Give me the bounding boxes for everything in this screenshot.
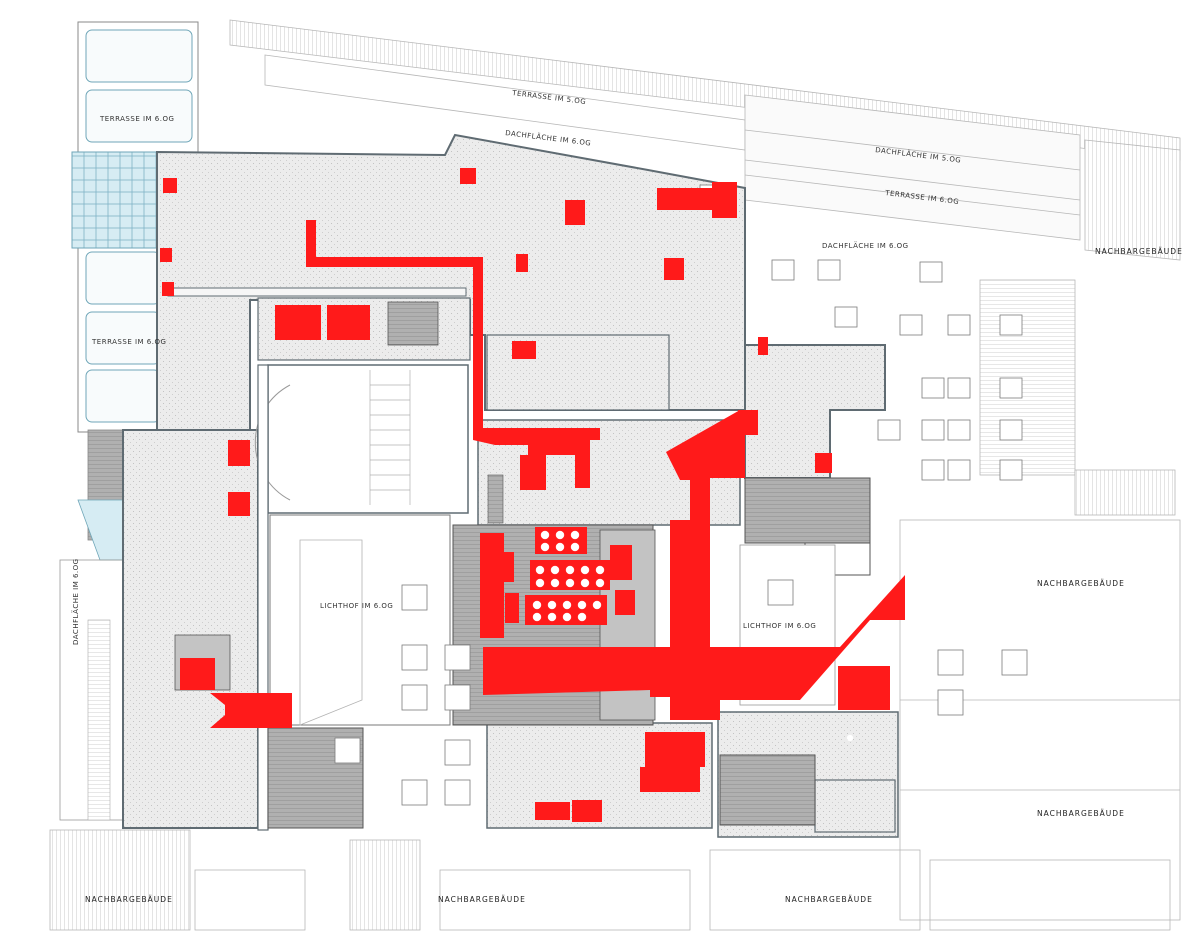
- label-nachbar-bottom-right: NACHBARGEBÄUDE: [785, 895, 873, 904]
- label-dachflaeche-6og-left: DACHFLÄCHE IM 6.OG: [71, 558, 80, 645]
- label-terrasse-5og: TERRASSE IM 5.OG: [511, 89, 587, 106]
- fan-units: [532, 530, 854, 742]
- label-dachflaeche-6og-right: DACHFLÄCHE IM 6.OG: [822, 241, 909, 250]
- label-nachbar-bottom-center: NACHBARGEBÄUDE: [438, 895, 526, 904]
- label-terrasse-6og-left-mid: TERRASSE IM 6.OG: [91, 338, 166, 346]
- label-lichthof-center: LICHTHOF IM 6.OG: [320, 602, 393, 610]
- label-nachbar-right-top: NACHBARGEBÄUDE: [1095, 247, 1183, 256]
- label-nachbar-bottom-left: NACHBARGEBÄUDE: [85, 895, 173, 904]
- neighbour-context: [49, 19, 1181, 931]
- skylights: [334, 184, 1028, 806]
- label-nachbar-right-mid: NACHBARGEBÄUDE: [1037, 579, 1125, 588]
- label-terrasse-6og-left-top: TERRASSE IM 6.OG: [99, 115, 174, 123]
- label-dachflaeche-6og-top: DACHFLÄCHE IM 6.OG: [505, 128, 592, 147]
- label-nachbar-right-low: NACHBARGEBÄUDE: [1037, 809, 1125, 818]
- label-lichthof-right: LICHTHOF IM 6.OG: [743, 622, 816, 630]
